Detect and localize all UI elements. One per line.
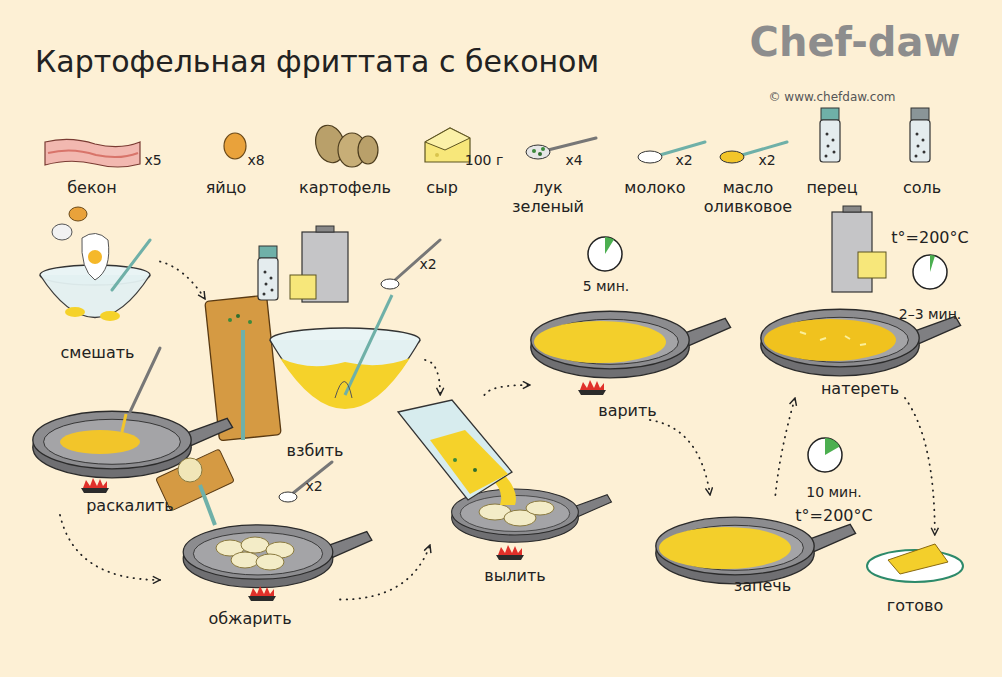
step-node: запечь [655,495,870,595]
note-label: 2–3 мин. [899,306,962,323]
brand-label: © www.chefdaw.com [769,90,896,104]
note-label: x2 [305,478,322,495]
egg-icon [224,133,246,159]
whisk-station [205,226,440,441]
flow-arrow [60,515,160,580]
flow-arrow [340,545,430,599]
step-node: раскалить [30,385,230,515]
flow-arrow [484,385,530,395]
note-label: яйцо [206,178,247,197]
diagram-title: Картофельная фриттата с беконом [35,44,599,79]
note-label: масло оливковое [696,178,800,216]
note-label: t°=200°C [891,228,968,247]
step-node: обжарить [160,450,340,628]
step-label: раскалить [86,496,174,515]
note-label: картофель [299,178,391,197]
mixing-bowl [40,207,150,321]
note-label: x4 [565,152,582,169]
flow-arrow [650,420,710,495]
step-node: вылить [430,395,600,585]
spoon-onion-icon [526,138,596,159]
note-label: лук зеленый [512,178,584,216]
note-label: 10 мин. [806,484,862,501]
plate [867,544,963,582]
salt-shaker-icon [910,108,930,162]
note-label: t°=200°C [795,506,872,525]
spoon-milk-icon [638,142,705,163]
note-label: x2 [419,256,436,273]
note-label: 5 мин. [583,278,630,295]
note-label: x8 [247,152,264,169]
step-node: варить [530,295,725,420]
brand-label: Chef-daw [750,18,961,66]
step-label: взбить [287,441,344,460]
note-label: x5 [144,152,161,169]
note-label: 100 г [465,152,504,169]
flow-arrow [775,398,795,495]
potato-icon [312,122,378,167]
step-label: натереть [821,379,899,398]
step-node: готово [860,535,970,615]
note-label: x2 [675,152,692,169]
step-label: смешать [61,343,135,362]
step-label: обжарить [208,609,291,628]
step-label: готово [887,596,944,615]
flow-arrow [425,360,440,395]
note-label: перец [806,178,857,197]
flow-arrow [160,262,205,299]
step-node: смешать [35,205,160,362]
note-label: сыр [426,178,458,197]
pan-cook [531,237,731,395]
note-label: бекон [67,178,117,197]
step-node: взбить [205,230,425,460]
step-label: запечь [734,576,792,595]
step-node: натереть [760,205,960,398]
note-label: молоко [624,178,685,197]
pan-pour [398,400,611,560]
step-label: вылить [484,566,545,585]
spoon-oil-icon [720,142,787,163]
flow-arrow [905,398,935,535]
pepper-shaker-icon [820,108,840,162]
pan-fry [156,449,372,601]
step-label: варить [598,401,657,420]
cheese-icon [425,128,470,162]
note-label: соль [903,178,941,197]
note-label: x2 [758,152,775,169]
bacon-icon [45,139,140,167]
